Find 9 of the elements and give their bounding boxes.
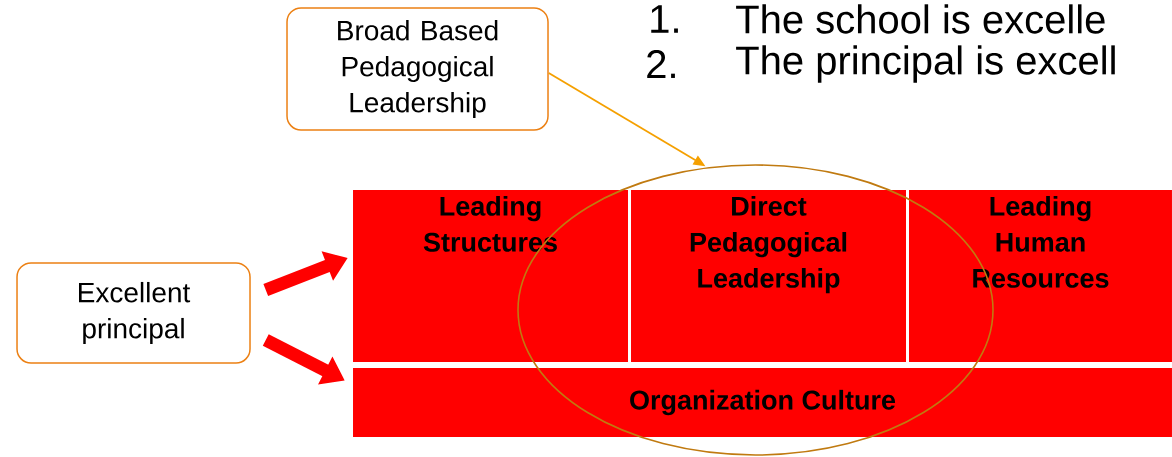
callout-box: Excellent principal	[16, 262, 251, 364]
list-item: The principal is excell	[736, 45, 1115, 83]
list-number: 1.	[651, 5, 678, 33]
list-number: 2.	[647, 50, 675, 78]
leadership-box: Leading Structures	[353, 190, 628, 362]
callout-box: Broad Based Pedagogical Leadership	[286, 7, 549, 131]
list-item: The school is excelle	[736, 4, 1105, 34]
leadership-box: Leading Human Resources	[909, 190, 1172, 362]
culture-band: Organization Culture	[353, 368, 1172, 437]
